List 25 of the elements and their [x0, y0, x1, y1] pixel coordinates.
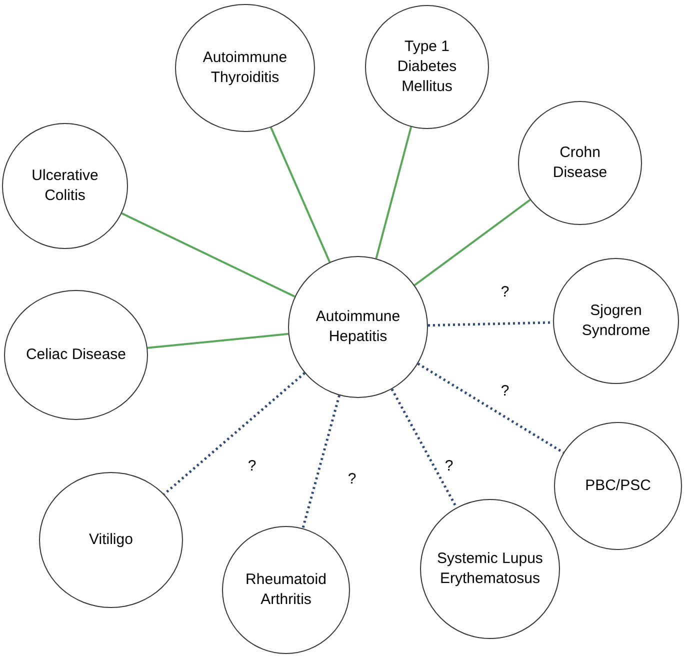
node-label: Rheumatoid Arthritis [244, 570, 328, 610]
node-label: Systemic Lupus Erythematosus [436, 549, 544, 589]
node-label: Crohn Disease [552, 143, 608, 183]
dotted-connector [390, 388, 458, 508]
node-label: Vitiligo [89, 530, 133, 550]
connector-line [270, 127, 331, 262]
node-label: Autoimmune Hepatitis [314, 307, 402, 347]
node-label: Ulcerative Colitis [30, 166, 100, 206]
dotted-connector [417, 362, 564, 454]
connector-line [375, 126, 412, 259]
node-label: Autoimmune Thyroiditis [202, 48, 288, 88]
node-label: Type 1 Diabetes Mellitus [396, 37, 458, 97]
node-label: Sjogren Syndrome [580, 301, 652, 341]
connector-line [121, 212, 296, 298]
node-label: PBC/PSC [585, 476, 651, 496]
node-label: Celiac Disease [26, 345, 126, 365]
dotted-connector [163, 372, 306, 496]
connector-line [414, 199, 531, 286]
edge-label: ? [246, 458, 258, 474]
edge-label: ? [346, 472, 358, 486]
edge-label: ? [498, 384, 512, 398]
dotted-connector [302, 395, 340, 529]
edge-label: ? [498, 284, 512, 300]
connector-line [147, 332, 288, 349]
edge-label: ? [442, 458, 456, 474]
